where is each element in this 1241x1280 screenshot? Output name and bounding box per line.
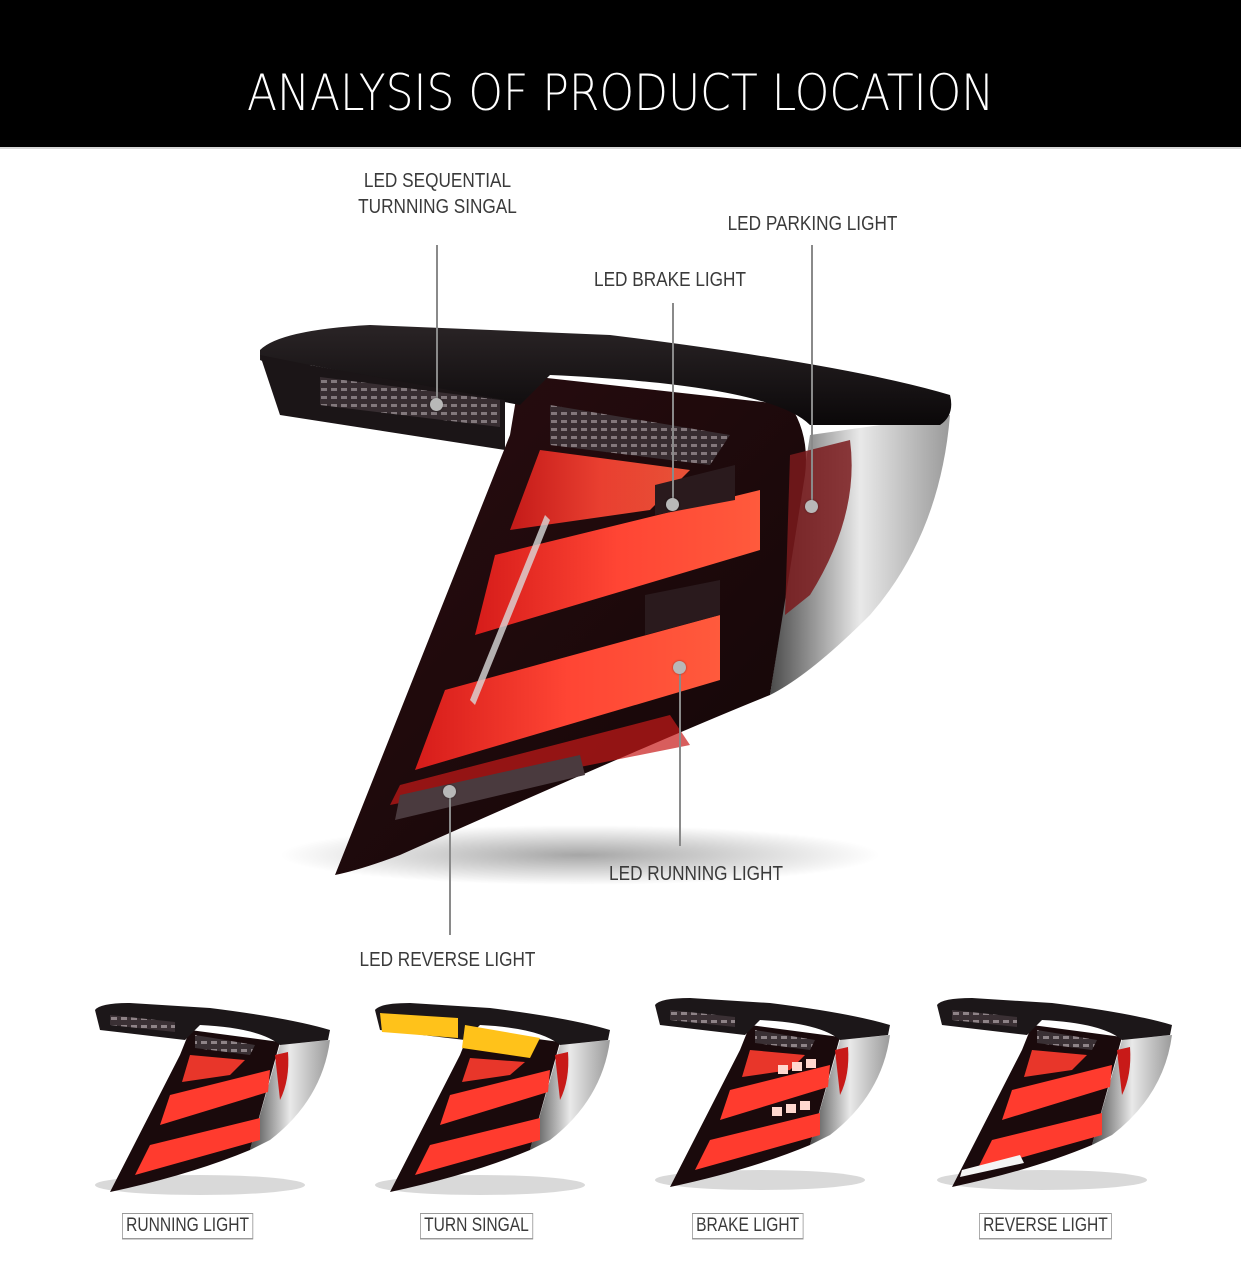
page-title: ANALYSIS OF PRODUCT LOCATION	[246, 63, 995, 122]
callout-label-reverse: LED REVERSE LIGHT	[359, 949, 536, 971]
callout-line-brake	[672, 303, 674, 505]
thumbnail-reverse-light	[937, 998, 1172, 1190]
thumbnail-brake-light	[655, 998, 890, 1190]
callout-dot-turn-signal	[430, 398, 443, 411]
mode-label-turn-signal: TURN SINGAL	[420, 1213, 533, 1239]
callout-label-turn-signal: LED SEQUENTIAL TURNNING SINGAL	[358, 170, 517, 218]
callout-dot-running	[673, 661, 686, 674]
callout-label-running: LED RUNNING LIGHT	[609, 863, 783, 885]
banner-divider	[0, 147, 1241, 149]
callout-dot-reverse	[443, 785, 456, 798]
thumbnail-running-light	[95, 1003, 330, 1195]
title-banner: ANALYSIS OF PRODUCT LOCATION	[0, 0, 1241, 147]
callout-label-parking: LED PARKING LIGHT	[727, 213, 898, 235]
callout-line-reverse	[449, 792, 451, 935]
mode-label-running-light: RUNNING LIGHT	[122, 1213, 254, 1239]
callout-line-turn-signal	[436, 245, 438, 405]
callout-dot-brake	[666, 498, 679, 511]
callout-line-running	[679, 668, 681, 846]
mode-label-brake-light: BRAKE LIGHT	[692, 1213, 804, 1239]
thumbnail-turn-signal	[375, 1003, 610, 1195]
callout-dot-parking	[805, 500, 818, 513]
callout-line-parking	[811, 245, 813, 507]
main-tail-light-image	[260, 325, 952, 885]
callout-label-brake: LED BRAKE LIGHT	[594, 269, 746, 291]
mode-label-reverse-light: REVERSE LIGHT	[979, 1213, 1112, 1239]
